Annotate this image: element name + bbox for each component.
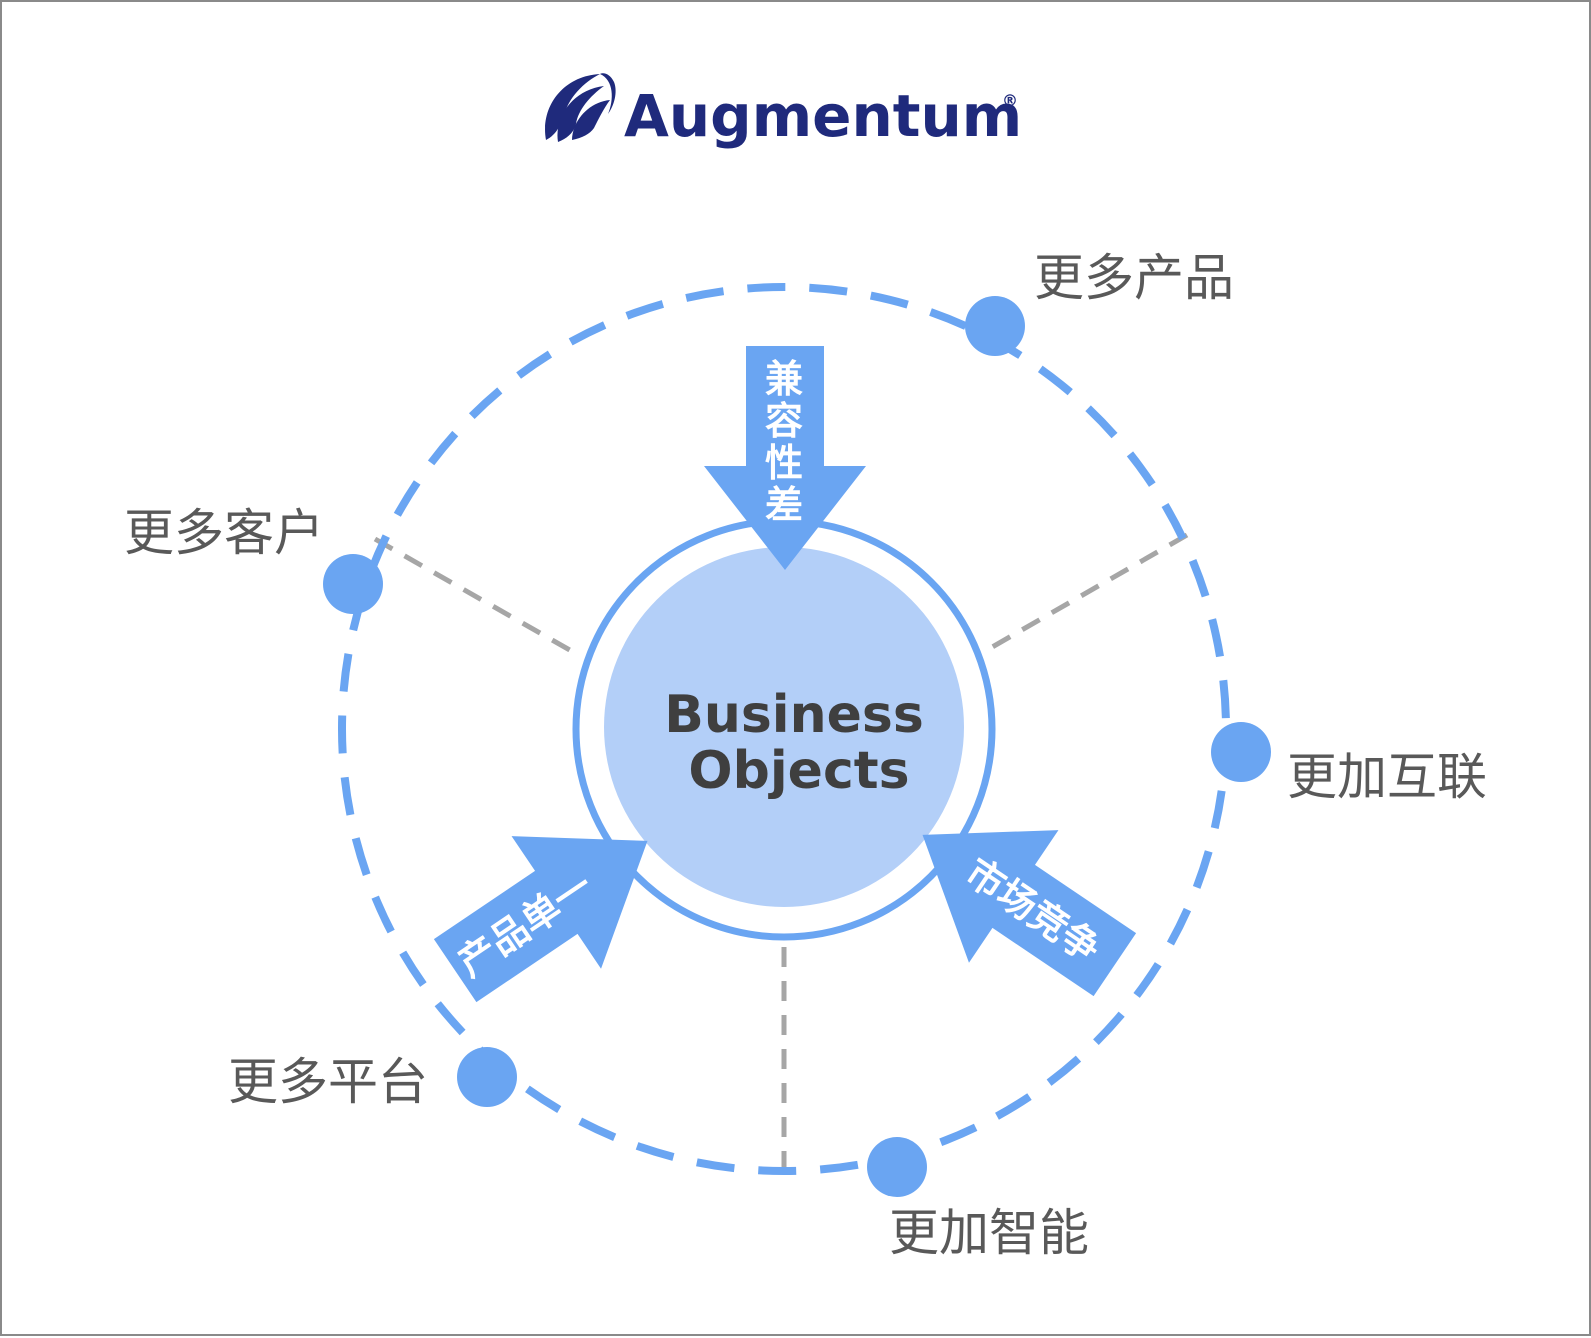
node-label-customers: 更多客户 xyxy=(124,504,324,562)
arrow-top: 兼 容 性 差 xyxy=(704,346,866,570)
node-dot-customers xyxy=(323,554,383,614)
brand-logo: Augmentum ® xyxy=(545,73,1022,150)
spoke-upper-left xyxy=(373,536,577,656)
arrow-top-char-3: 性 xyxy=(765,441,803,485)
arrow-top-shape xyxy=(704,346,866,570)
core-circle: Business Objects xyxy=(572,517,996,941)
arrow-top-char-1: 兼 xyxy=(765,357,803,401)
core-fill xyxy=(604,547,964,907)
node-dot-products xyxy=(965,296,1025,356)
core-label-line1: Business xyxy=(664,685,924,745)
arrow-top-char-2: 容 xyxy=(765,399,803,443)
node-label-intelligence: 更加智能 xyxy=(889,1204,1089,1262)
node-dot-platforms xyxy=(457,1047,517,1107)
node-labels: 更多产品 更多客户 更加互联 更多平台 更加智能 xyxy=(124,249,1487,1262)
arrow-top-char-4: 差 xyxy=(765,483,803,527)
core-label-line2: Objects xyxy=(688,741,909,801)
arrow-lower-right-shape xyxy=(922,830,1137,997)
node-dot-interconnect xyxy=(1211,722,1271,782)
arrow-lower-left-shape xyxy=(433,836,648,1003)
node-dot-intelligence xyxy=(867,1137,927,1197)
node-label-interconnect: 更加互联 xyxy=(1287,748,1487,806)
swirl-logo-icon xyxy=(545,73,616,142)
node-dots xyxy=(323,296,1271,1197)
spoke-upper-right xyxy=(985,532,1189,653)
brand-name: Augmentum xyxy=(624,82,1022,150)
registered-mark: ® xyxy=(1002,91,1018,110)
node-label-platforms: 更多平台 xyxy=(228,1053,428,1111)
spokes xyxy=(373,532,1189,1180)
node-label-products: 更多产品 xyxy=(1034,249,1234,307)
